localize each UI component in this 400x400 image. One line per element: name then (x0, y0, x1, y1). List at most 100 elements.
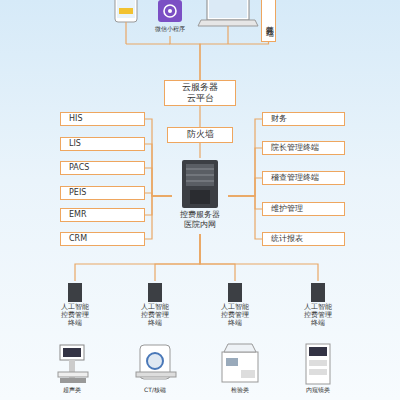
laptop-wire (227, 26, 228, 44)
function-box: 统计报表 (262, 232, 345, 246)
node-label: 院长管理终端 (271, 143, 319, 153)
system-box: PACS (60, 161, 145, 175)
connector-line (199, 106, 200, 127)
terminal-node: 人工智能控费管理终端 (293, 281, 343, 318)
connector-line (228, 178, 262, 196)
system-box: CRM (60, 232, 145, 246)
laptop-screen (207, 0, 249, 20)
connector-line (145, 168, 172, 196)
connector-line (155, 234, 200, 281)
laptop-display (209, 0, 247, 18)
terminal-tower (148, 283, 162, 302)
node-label: HIS (69, 114, 82, 124)
server-grille (190, 190, 210, 204)
device-table (136, 372, 176, 377)
phone-body (115, 0, 137, 22)
node-label: PEIS (69, 188, 86, 198)
system-box: EMR (60, 208, 145, 222)
system-box: LIS (60, 137, 145, 151)
device-unit (309, 360, 327, 366)
connector-line (145, 193, 172, 196)
laptop-base (198, 20, 258, 26)
device-drawer (241, 370, 255, 378)
terminal-tower (311, 283, 325, 302)
device-node: 内窥镜类 (293, 343, 343, 395)
device-screen (226, 358, 238, 366)
node-label: 防火墙 (187, 129, 214, 140)
server-bay (186, 164, 214, 186)
device-unit (309, 369, 327, 375)
device-bore (147, 353, 163, 369)
laptop-illustration (198, 0, 258, 44)
node-label: 人工智能控费管理终端 (301, 303, 335, 327)
function-box: 维护管理 (262, 202, 345, 216)
function-box: 稽查管理终端 (262, 171, 345, 185)
node-label: 统计报表 (271, 234, 303, 244)
terminal-tower (228, 283, 242, 302)
terminal-towers (68, 283, 325, 302)
lab-analyzer-device (222, 344, 258, 382)
connector-line (200, 234, 235, 281)
server-slot (186, 169, 214, 170)
terminal-tower (68, 283, 82, 302)
server-tower (182, 160, 218, 208)
terminal-box: 其它终端 (261, 0, 276, 42)
server-illustration (182, 160, 218, 208)
device-monitor (60, 345, 84, 360)
connector-line (200, 42, 269, 80)
node-label: 微信小程序 (155, 25, 185, 33)
connector-line (170, 36, 200, 80)
node-label: CRM (69, 234, 87, 244)
device-panel (58, 372, 88, 377)
endoscope-device (306, 344, 330, 384)
device-rack (306, 344, 330, 384)
node-label: 控费服务器 医院内网 (178, 210, 222, 230)
node-label: PACS (69, 163, 89, 173)
node-label: 云服务器 云平台 (180, 82, 220, 105)
server-slot (186, 181, 214, 182)
node-label: 维护管理 (271, 204, 303, 214)
connector-line (145, 144, 172, 196)
connector-line (228, 148, 262, 196)
ct-device (136, 345, 176, 379)
firewall-box: 防火墙 (167, 127, 233, 143)
phone-screen-bar (119, 8, 133, 14)
node-label: 内窥镜类 (306, 386, 330, 394)
node-label: 财务 (271, 114, 287, 124)
node-label: 人工智能控费管理终端 (218, 303, 252, 327)
ultrasound-device (58, 345, 88, 383)
node-label: CT/核磁 (144, 386, 166, 394)
connector-line (228, 119, 262, 196)
device-screen (63, 348, 81, 357)
server-node: 控费服务器 医院内网 (172, 158, 228, 234)
device-node: CT/核磁 (130, 343, 180, 395)
connector-line (145, 196, 172, 239)
icon-glyph (164, 5, 176, 17)
system-box: HIS (60, 112, 145, 126)
connector-line (228, 196, 262, 209)
system-box: PEIS (60, 186, 145, 200)
mini-program-icon (158, 0, 182, 22)
node-label: EMR (69, 210, 87, 220)
device-node: 超声类 (47, 343, 97, 395)
phone-wire (126, 43, 170, 44)
node-label: 稽查管理终端 (271, 173, 319, 183)
connector-line (145, 196, 172, 215)
node-label: 人工智能控费管理终端 (58, 303, 92, 327)
icon-glyph (168, 9, 172, 13)
node-label: 超声类 (63, 386, 81, 394)
device-screen (309, 347, 327, 356)
terminal-node: 人工智能控费管理终端 (50, 281, 100, 318)
device-lid (224, 344, 256, 352)
terminal-node: 人工智能控费管理终端 (130, 281, 180, 318)
phone-wire (125, 22, 126, 44)
mini-program-node: 微信小程序 (150, 0, 190, 36)
function-box: 财务 (262, 112, 345, 126)
terminal-node: 人工智能控费管理终端 (210, 281, 260, 318)
device-base (60, 378, 86, 383)
server-slot (186, 175, 214, 176)
node-label: LIS (69, 139, 81, 149)
